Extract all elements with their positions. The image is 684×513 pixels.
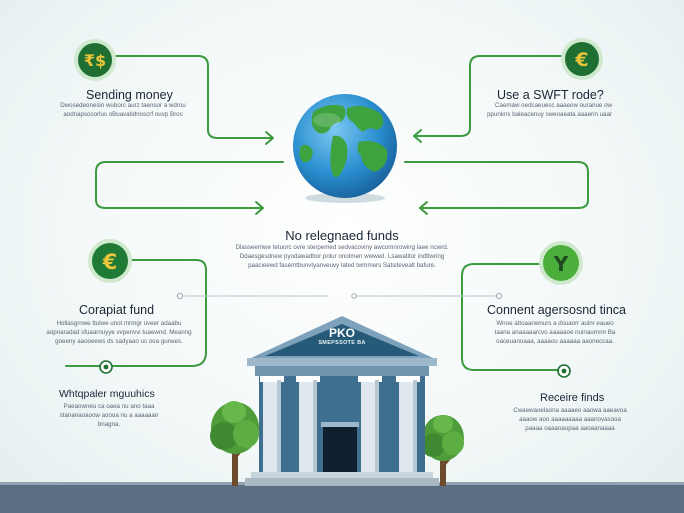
tree-left-icon — [210, 401, 259, 486]
bank-subtitle: SMEPSSOTE BA — [318, 340, 366, 346]
svg-text:€: € — [574, 49, 588, 71]
comment-title: Connent agersosnd tinca — [487, 303, 626, 317]
yen-icon: Y — [539, 241, 583, 285]
corapiat-fund-title: Corapiat fund — [79, 303, 155, 317]
svg-text:₹$: ₹$ — [84, 51, 106, 70]
svg-text:€: € — [102, 250, 118, 274]
arrow-loop-right — [419, 201, 428, 215]
whatsaler-title: Whtqpaler mguuhics — [59, 388, 155, 400]
sending-money-desc: Dwosedeonesin wuborc aurz taensor a wdro… — [60, 102, 186, 118]
connector-swift-to-globe — [413, 55, 567, 137]
connector-sending-to-globe — [115, 55, 273, 139]
arrow-into-globe-left — [265, 131, 274, 145]
ground — [0, 485, 684, 513]
receive-funds-title: Receire finds — [540, 392, 605, 404]
svg-text:Y: Y — [553, 252, 569, 276]
connector-corapiat — [65, 259, 207, 367]
connector-comment — [461, 263, 565, 371]
receive-marker-icon — [557, 364, 571, 378]
euro-icon: € — [561, 38, 603, 80]
central-title: No relegnaed funds — [285, 228, 399, 243]
connector-loop-right — [404, 161, 589, 209]
receive-funds-desc: Cwaewaoelaona aaaaeo aaowa aaeavoa aaaow… — [513, 407, 627, 432]
arrow-into-globe-right — [413, 129, 422, 143]
connector-loop-left — [95, 161, 284, 209]
comment-desc: Wnoe attoaanwnurs a dsuaorr auinr eaueo … — [494, 320, 616, 345]
whatsaler-marker-icon — [99, 360, 113, 374]
tree-right-icon — [421, 415, 464, 486]
swift-code-title: Use a SWFT rode? — [497, 88, 604, 102]
rupee-dollar-icon: ₹$ — [74, 39, 116, 81]
sending-money-title: Sending money — [86, 88, 173, 102]
corapiat-fund-desc: Hollasgrnwe ttulwe unot mrmgr uveer adaa… — [46, 320, 192, 345]
bank-building — [245, 316, 439, 486]
central-desc: Dlasseemwe tetuorc ovre sterpemed sedvac… — [235, 244, 449, 269]
euro-coin-icon: € — [88, 239, 132, 283]
swift-code-desc: Caemaw oedcaeuesc aaaeow ouranue ow ppun… — [487, 102, 612, 118]
whatsaler-desc: Paeaowneu ca oaea nu ano taaa stananaoao… — [59, 403, 159, 428]
globe-icon — [293, 94, 397, 203]
arrow-loop-left — [255, 201, 264, 215]
bank-name: PKO — [328, 326, 355, 340]
